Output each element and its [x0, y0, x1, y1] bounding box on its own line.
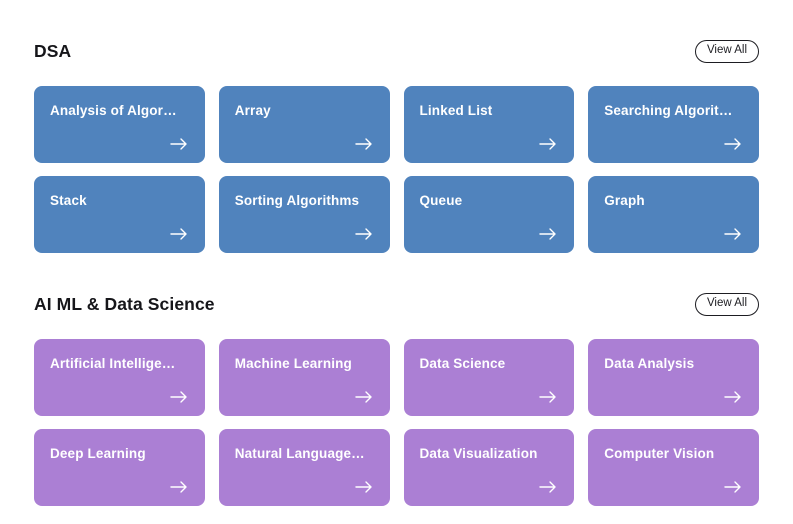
card-label: Deep Learning — [50, 447, 146, 461]
arrow-right-icon — [539, 137, 558, 151]
card-label: Data Analysis — [604, 357, 695, 371]
category-card-sorting-algorithms[interactable]: Sorting Algorithms — [218, 176, 390, 253]
card-label: Artificial Intellige… — [50, 357, 176, 371]
section-ai-ml-data-science: AI ML & Data Science View All Artificial… — [34, 253, 759, 506]
section-title-dsa: DSA — [34, 41, 72, 61]
section-title-ai-ml-data-science: AI ML & Data Science — [34, 294, 215, 314]
card-label: Machine Learning — [234, 357, 352, 371]
card-label: Computer Vision — [604, 447, 715, 461]
arrow-right-icon — [354, 480, 374, 494]
arrow-right-icon — [354, 137, 374, 151]
category-card-data-science[interactable]: Data Science — [403, 339, 575, 416]
arrow-right-icon — [354, 227, 374, 241]
arrow-right-icon — [170, 390, 189, 404]
arrow-right-icon — [170, 227, 189, 241]
category-card-graph[interactable]: Graph — [588, 176, 759, 253]
card-label: Stack — [50, 194, 87, 208]
category-card-natural-language-processing[interactable]: Natural Language… — [218, 429, 390, 506]
card-label: Data Science — [419, 357, 506, 371]
card-label: Linked List — [419, 104, 493, 118]
category-card-computer-vision[interactable]: Computer Vision — [588, 429, 759, 506]
category-card-analysis-of-algorithms[interactable]: Analysis of Algor… — [34, 86, 205, 163]
category-card-data-analysis[interactable]: Data Analysis — [588, 339, 759, 416]
category-card-machine-learning[interactable]: Machine Learning — [218, 339, 390, 416]
arrow-right-icon — [539, 480, 558, 494]
arrow-right-icon — [539, 390, 558, 404]
arrow-right-icon — [724, 227, 743, 241]
view-all-button-ai-ml-data-science[interactable]: View All — [694, 292, 759, 316]
card-label: Graph — [604, 194, 645, 208]
section-dsa: DSA View All Analysis of Algor… Array Li… — [34, 0, 759, 253]
arrow-right-icon — [170, 480, 189, 494]
view-all-button-dsa[interactable]: View All — [694, 39, 759, 63]
section-header-dsa: DSA View All — [34, 36, 759, 66]
card-label: Natural Language… — [234, 447, 365, 461]
card-label: Searching Algorit… — [604, 104, 733, 118]
arrow-right-icon — [724, 480, 743, 494]
arrow-right-icon — [170, 137, 189, 151]
category-card-queue[interactable]: Queue — [403, 176, 575, 253]
card-label: Analysis of Algor… — [50, 104, 177, 118]
section-header-ai-ml-data-science: AI ML & Data Science View All — [34, 289, 759, 319]
category-card-searching-algorithms[interactable]: Searching Algorit… — [588, 86, 759, 163]
arrow-right-icon — [724, 390, 743, 404]
category-card-linked-list[interactable]: Linked List — [403, 86, 575, 163]
category-card-artificial-intelligence[interactable]: Artificial Intellige… — [34, 339, 205, 416]
card-label: Sorting Algorithms — [234, 194, 360, 208]
arrow-right-icon — [724, 137, 743, 151]
arrow-right-icon — [354, 390, 374, 404]
category-card-array[interactable]: Array — [218, 86, 390, 163]
category-card-data-visualization[interactable]: Data Visualization — [403, 429, 575, 506]
category-card-stack[interactable]: Stack — [34, 176, 205, 253]
card-grid-ai-ml-data-science: Artificial Intellige… Machine Learning D… — [34, 339, 759, 506]
card-label: Array — [234, 104, 271, 118]
category-card-deep-learning[interactable]: Deep Learning — [34, 429, 205, 506]
card-label: Data Visualization — [419, 447, 538, 461]
arrow-right-icon — [539, 227, 558, 241]
card-grid-dsa: Analysis of Algor… Array Linked List Sea… — [34, 86, 759, 253]
card-label: Queue — [419, 194, 463, 208]
